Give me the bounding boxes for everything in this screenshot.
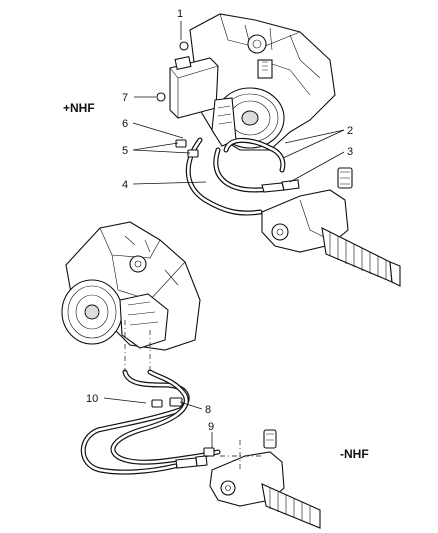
callout-1: 1 [177, 8, 183, 20]
variant-label-no-nhf: -NHF [340, 447, 369, 461]
callout-numbers: 1 2 3 4 5 6 7 8 9 10 [86, 8, 353, 433]
top-assembly [169, 13, 401, 287]
bottom-assembly [61, 221, 321, 529]
callout-10: 10 [86, 393, 98, 405]
callout-8: 8 [205, 404, 211, 416]
top-rack-boot [321, 227, 401, 287]
variant-labels: +NHF -NHF [63, 101, 369, 461]
callout-5: 5 [122, 145, 128, 157]
callout-7: 7 [122, 92, 128, 104]
variant-label-nhf: +NHF [63, 101, 95, 115]
leader-lines [103, 21, 345, 448]
bottom-rack-boot [261, 483, 321, 529]
callout-2: 2 [347, 125, 353, 137]
callout-6: 6 [122, 118, 128, 130]
callout-3: 3 [347, 146, 353, 158]
callout-9: 9 [208, 421, 214, 433]
callout-4: 4 [122, 179, 128, 191]
